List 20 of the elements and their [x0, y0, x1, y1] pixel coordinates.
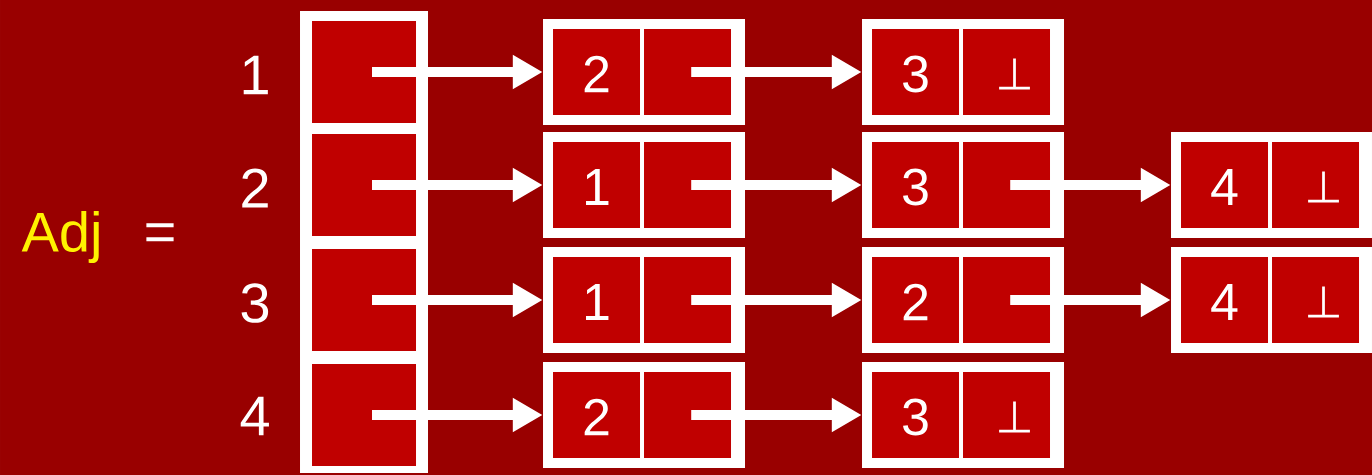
- list-node: 2: [543, 19, 745, 125]
- list-node: 3 ⊥: [862, 19, 1064, 125]
- list-node: 2: [543, 362, 745, 468]
- list-node: 1: [543, 132, 745, 238]
- row-number: 3: [241, 283, 269, 323]
- list-node: 3: [862, 132, 1064, 238]
- array-cell: [312, 134, 416, 236]
- list-node: 4 ⊥: [1171, 247, 1372, 353]
- equals-sign: =: [146, 223, 174, 242]
- list-node: 3 ⊥: [862, 362, 1064, 468]
- list-node: 1: [543, 247, 745, 353]
- list-node: 4 ⊥: [1171, 132, 1372, 238]
- row-number: 4: [240, 396, 269, 436]
- row-number: 1: [243, 55, 268, 95]
- array-cell: [312, 364, 416, 466]
- array-cell: [312, 21, 416, 123]
- array-name: Adj: [21, 210, 99, 264]
- row-number: 2: [242, 168, 268, 208]
- list-node: 2: [862, 247, 1064, 353]
- array-cell: [312, 249, 416, 351]
